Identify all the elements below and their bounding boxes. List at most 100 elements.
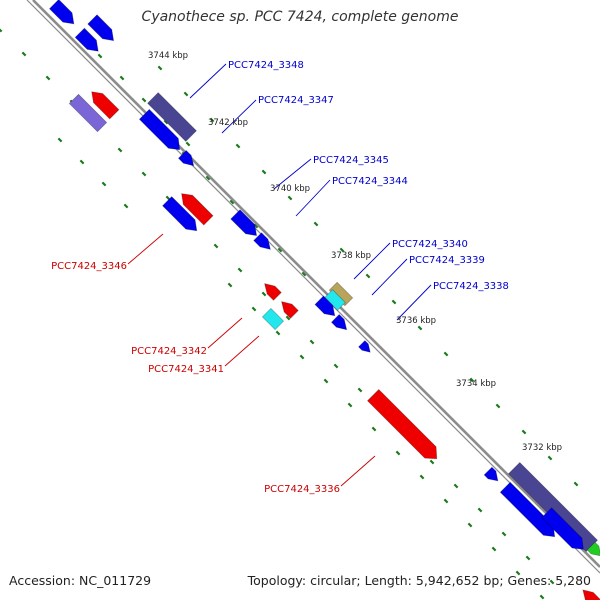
tick-mark [237,267,243,273]
tick-mark [309,339,315,345]
kbp-label: 3732 kbp [522,443,562,453]
tick-mark [515,570,521,576]
tick-mark [79,159,85,165]
tick-mark [165,195,171,201]
tick-mark [235,143,241,149]
backbone-line-upper [32,0,600,568]
tick-mark [539,594,545,600]
tick-mark [287,195,293,201]
tick-mark [45,75,51,81]
leader-line-plus [353,242,391,280]
kbp-label: 3742 kbp [208,118,248,128]
tick-mark [141,97,147,103]
gene-block-slate-bottom [507,461,599,553]
gene-block-olive-3340 [328,281,354,307]
gene-label-plus: PCC7424_3344 [332,176,408,187]
tick-marks [0,28,579,600]
kbp-label: 3734 kbp [456,379,496,389]
tick-mark [357,387,363,393]
tick-mark [157,65,163,71]
tick-mark [429,459,435,465]
kbp-label: 3744 kbp [148,51,188,61]
gene-block-cyan-3341 [261,307,285,331]
gene-features [48,0,600,600]
gene-label-minus: PCC7424_3346 [51,261,127,272]
tick-mark [123,203,129,209]
gene-label-plus: PCC7424_3338 [433,281,509,292]
tick-mark [443,351,449,357]
gene-label-minus: PCC7424_3341 [148,364,224,375]
gene-arrow-red-top [91,91,120,120]
gene-arrow-3346 [181,193,214,226]
gene-arrow-3339 [314,295,336,317]
tick-mark [395,450,401,456]
tick-mark [573,481,579,487]
leader-line-minus [127,233,164,265]
gene-arrow-bottom-b [541,507,584,550]
gene-label-plus: PCC7424_3347 [258,95,334,106]
map-title: Cyanothece sp. PCC 7424, complete genome [141,9,459,25]
tick-mark [117,147,123,153]
tick-mark [391,299,397,305]
tick-mark [277,247,283,253]
tick-mark [261,291,267,297]
gene-label-minus: PCC7424_3342 [131,346,207,357]
tick-mark [0,28,3,33]
leader-line-plus [396,284,432,321]
tick-mark [57,137,63,143]
leader-line-minus [224,335,260,367]
tick-mark [253,223,259,229]
tick-mark [185,141,191,147]
tick-mark [227,282,233,288]
gene-arrow-3338 [330,313,348,331]
tick-mark [251,306,257,312]
tick-mark [347,402,353,408]
gene-arrow-3346-partner [162,196,198,232]
tick-mark [261,169,267,175]
kbp-label: 3736 kbp [396,316,436,326]
tick-mark [491,546,497,552]
tick-mark [213,243,219,249]
accession-text: Accession: NC_011729 [9,573,152,588]
gene-arrow-small-c [483,466,499,482]
tick-mark [469,377,475,383]
tick-mark [119,75,125,81]
tick-mark [525,555,531,561]
leader-line-plus [273,158,312,190]
tick-mark [443,498,449,504]
tick-mark [229,199,235,205]
gene-arrow-red-bottom [582,589,600,600]
tick-mark [209,117,215,123]
gene-label-plus: PCC7424_3348 [228,60,304,71]
tick-mark [495,403,501,409]
tick-mark [467,522,473,528]
tick-mark [205,175,211,181]
tick-mark [547,455,553,461]
tick-mark [299,354,305,360]
leader-line-minus [207,317,243,349]
tick-mark [323,378,329,384]
tick-mark [301,271,307,277]
gene-arrow-3336 [366,388,438,460]
backbone [26,0,600,574]
tick-mark [313,221,319,227]
genome-summary-text: Topology: circular; Length: 5,942,652 bp… [247,573,591,588]
gene-arrow-3342b [281,301,299,319]
gene-block-lavender [68,93,108,133]
tick-mark [339,247,345,253]
tick-mark [549,579,555,585]
leader-line-plus [371,258,408,296]
tick-mark [453,483,459,489]
tick-mark [21,51,27,57]
gene-label-minus: PCC7424_3336 [264,484,340,495]
tick-mark [141,171,147,177]
tick-mark [371,426,377,432]
gene-labels: PCC7424_3348PCC7424_3347PCC7424_3345PCC7… [51,60,509,495]
leader-line-plus [221,99,257,134]
tick-mark [333,363,339,369]
leader-line-plus [295,179,331,217]
tick-mark [163,119,169,125]
gene-arrow-top-b [87,14,115,42]
